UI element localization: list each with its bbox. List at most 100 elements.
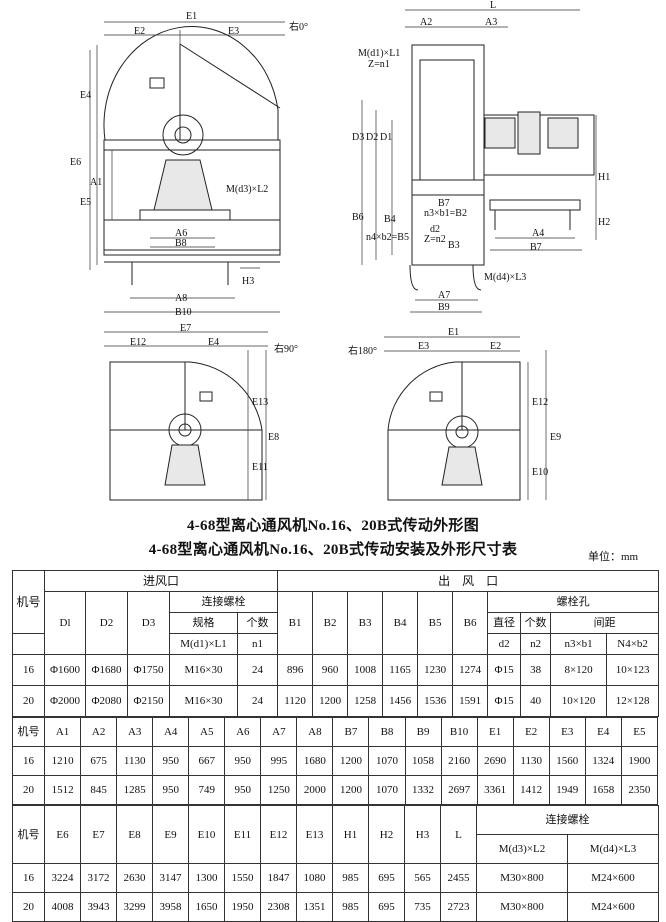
column-header: E7: [80, 805, 117, 864]
label-E13: E13: [252, 397, 268, 408]
label-B7-top: B7: [438, 198, 450, 209]
cell: 10×123: [606, 654, 660, 686]
cell: 1070: [368, 746, 406, 776]
header-B4: B4: [382, 591, 419, 655]
cell: M30×800: [476, 892, 568, 922]
cell: 1258: [347, 685, 384, 717]
cell: 8×120: [550, 654, 608, 686]
cell: 1058: [404, 746, 442, 776]
cell: Φ2150: [127, 685, 170, 717]
label-B3: B3: [448, 240, 460, 251]
label-E9: E9: [550, 432, 561, 443]
cell: 1200: [332, 746, 370, 776]
label-E7: E7: [180, 323, 191, 334]
cell: 3172: [80, 863, 117, 893]
column-header: A5: [188, 717, 226, 747]
cell: 1351: [296, 892, 333, 922]
label-B8: B8: [175, 238, 187, 249]
cell: M24×600: [567, 863, 659, 893]
label-A7: A7: [438, 290, 450, 301]
label-M1: M(d1)×L1: [358, 48, 400, 59]
header-D2: D2: [85, 591, 128, 655]
header-B1: B1: [277, 591, 314, 655]
cell: 985: [332, 892, 369, 922]
view-right-0: E1 E2 E3 右0° E4 E6 A1 E5 M(d3)×L2 A6 B8 …: [70, 11, 308, 318]
column-header: 机号: [11, 717, 46, 747]
label-rot-90: 右90°: [274, 342, 298, 355]
cell: M16×30: [169, 685, 238, 717]
header-count: 个数: [236, 612, 279, 634]
cell: 2455: [440, 863, 477, 893]
label-H1: H1: [598, 172, 610, 183]
cell: Φ15: [487, 654, 522, 686]
cell: Φ2080: [85, 685, 128, 717]
column-header: E9: [152, 805, 189, 864]
cell: Φ1680: [85, 654, 128, 686]
column-header: E13: [296, 805, 333, 864]
header-m3: M(d3)×L2: [476, 834, 568, 864]
header-B3: B3: [347, 591, 384, 655]
label-E4-b: E4: [208, 337, 219, 348]
table-title: 4-68型离心通风机No.16、20B式传动安装及外形尺寸表: [148, 542, 518, 558]
cell: 695: [368, 863, 405, 893]
column-header: A6: [224, 717, 262, 747]
cell: 995: [260, 746, 298, 776]
cell: 1008: [347, 654, 384, 686]
cell: 3361: [476, 775, 514, 805]
cell: 2697: [440, 775, 478, 805]
header-D3: D3: [127, 591, 170, 655]
cell: 1165: [382, 654, 419, 686]
cell: 1650: [188, 892, 225, 922]
label-B10: B10: [175, 307, 192, 318]
header-d2: d2: [487, 633, 522, 655]
cell: Φ15: [487, 685, 522, 717]
label-H3: H3: [242, 276, 254, 287]
label-n3b1: n3×b1=B2: [424, 208, 467, 219]
cell: 695: [368, 892, 405, 922]
header-inlet: 进风口: [43, 570, 279, 592]
label-d2: d2: [430, 224, 440, 235]
cell: 16: [11, 746, 46, 776]
header-diameter: 直径: [487, 612, 522, 634]
cell: 1512: [44, 775, 82, 805]
cell: 896: [277, 654, 314, 686]
cell: 1550: [224, 863, 261, 893]
header-machine: 机号: [12, 570, 45, 634]
cell: 1130: [116, 746, 154, 776]
cell: 1560: [548, 746, 586, 776]
cell: M30×800: [476, 863, 568, 893]
header-n2: n2: [520, 633, 552, 655]
cell: Φ1750: [127, 654, 170, 686]
cell: 667: [188, 746, 226, 776]
header-num: 个数: [520, 612, 552, 634]
cell: 2308: [260, 892, 297, 922]
cell: 1324: [584, 746, 622, 776]
column-header: E1: [476, 717, 514, 747]
header-conn-bolt: 连接螺栓: [168, 591, 279, 613]
cell: 1591: [452, 685, 489, 717]
column-header: B8: [368, 717, 406, 747]
cell: 1285: [116, 775, 154, 805]
cell: 1949: [548, 775, 586, 805]
label-B4: B4: [384, 214, 396, 225]
column-header: E11: [224, 805, 261, 864]
column-header: L: [440, 805, 477, 864]
label-A2: A2: [420, 17, 432, 28]
cell: 2723: [440, 892, 477, 922]
cell: 1274: [452, 654, 489, 686]
cell: 20: [12, 685, 45, 717]
column-header: E5: [620, 717, 659, 747]
cell: 950: [224, 775, 262, 805]
label-E2: E2: [134, 26, 145, 37]
cell: 40: [520, 685, 552, 717]
table-inlet-outlet: 机号 进风口 出 风 口 Dl D2 D3 连接螺栓 B1 B2 B3 B4 B…: [12, 570, 660, 717]
column-header: A1: [44, 717, 82, 747]
cell: 735: [404, 892, 441, 922]
label-rot-0: 右0°: [289, 20, 308, 33]
table-row: 16 Φ1600 Φ1680 Φ1750 M16×30 24 896 960 1…: [12, 654, 660, 686]
header-m4: M(d4)×L3: [567, 834, 659, 864]
label-M3: M(d3)×L2: [226, 184, 268, 195]
